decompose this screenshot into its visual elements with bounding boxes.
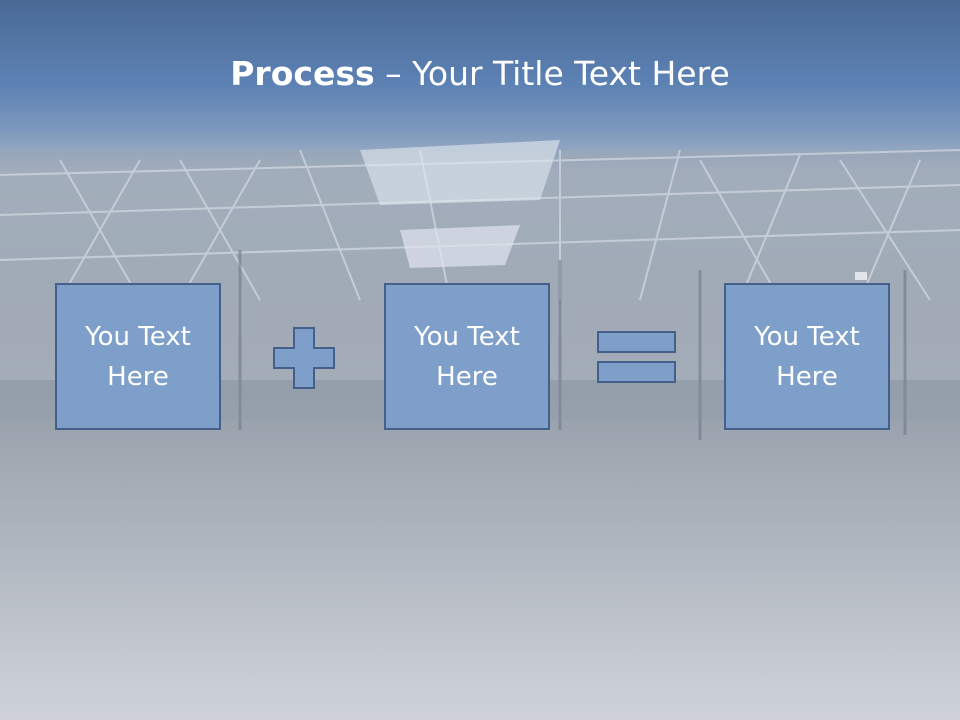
text-box-2-label: You Text Here <box>414 321 520 392</box>
slide-title: Process – Your Title Text Here <box>0 52 960 96</box>
text-box-3[interactable]: You Text Here <box>724 283 890 430</box>
text-box-1-label: You Text Here <box>85 321 191 392</box>
text-box-1[interactable]: You Text Here <box>55 283 221 430</box>
text-box-2[interactable]: You Text Here <box>384 283 550 430</box>
text-box-3-label: You Text Here <box>754 321 860 392</box>
plus-icon <box>273 327 335 389</box>
equals-icon <box>597 331 676 383</box>
title-bold-part: Process <box>230 54 375 93</box>
title-rest-part: – Your Title Text Here <box>385 54 730 93</box>
